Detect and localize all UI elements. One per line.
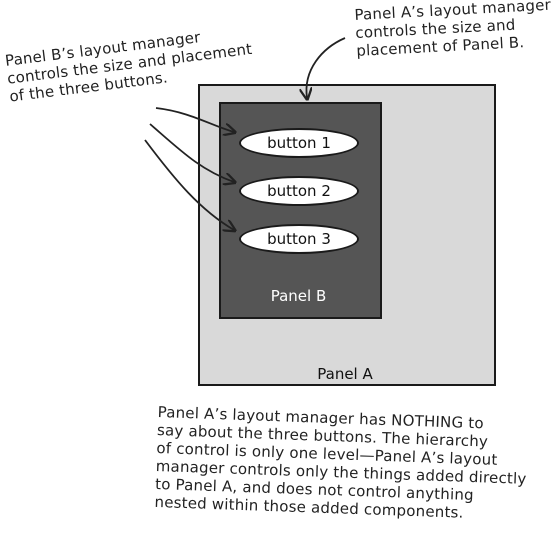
button-2-label: button 2 xyxy=(267,182,331,200)
button-3[interactable]: button 3 xyxy=(239,224,359,254)
button-3-label: button 3 xyxy=(267,230,331,248)
panel-a-label: Panel A xyxy=(317,365,373,383)
button-1[interactable]: button 1 xyxy=(239,128,359,158)
note-panel-a-manager: Panel A’s layout manager controls the si… xyxy=(354,0,552,60)
note-hierarchy: Panel A’s layout manager has NOTHING to … xyxy=(154,403,527,522)
panel-b-label: Panel B xyxy=(270,287,327,305)
button-2[interactable]: button 2 xyxy=(239,176,359,206)
button-1-label: button 1 xyxy=(267,134,331,152)
